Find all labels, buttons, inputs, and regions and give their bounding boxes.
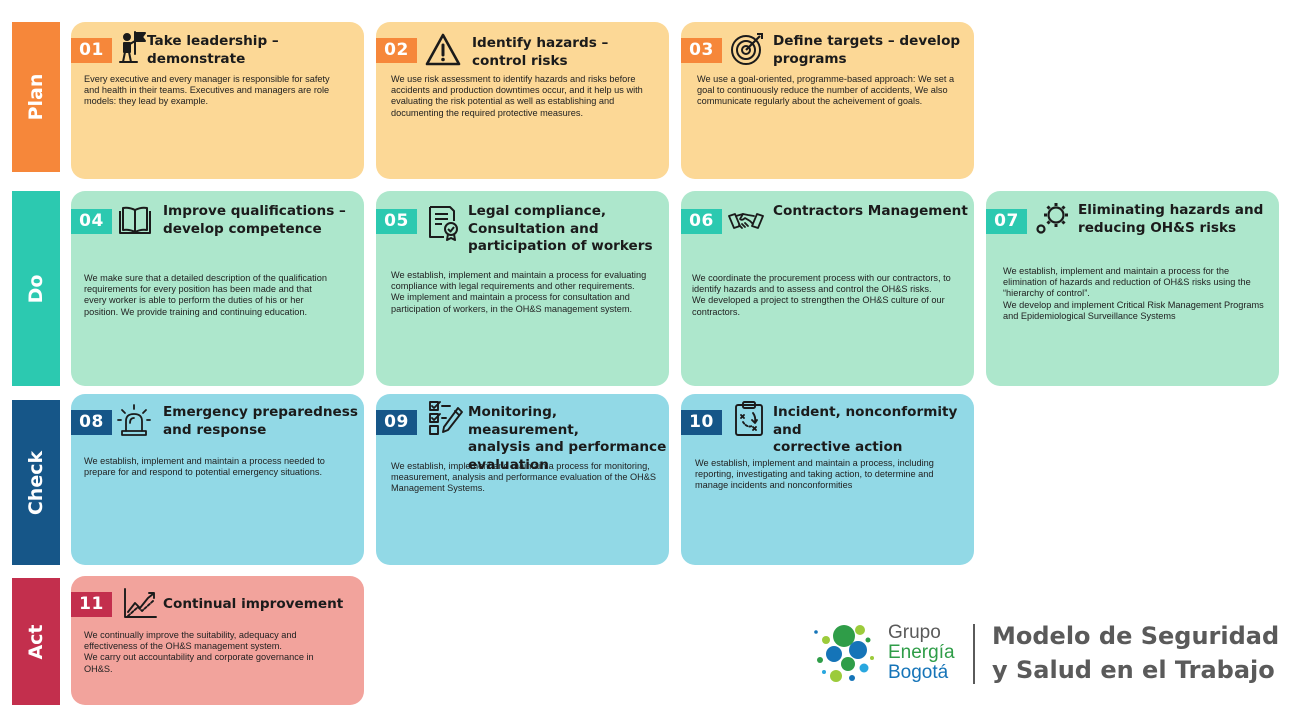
clipboard-strategy-icon — [735, 401, 763, 436]
card-08: 08 Emergency preparedness and response W… — [71, 394, 364, 565]
card-title: Eliminating hazards and reducing OH&S ri… — [1078, 202, 1264, 236]
card-number: 06 — [681, 209, 722, 234]
card-number: 05 — [376, 209, 417, 234]
brand-logo: Grupo Energía Bogotá — [812, 616, 1272, 692]
card-06: 06 Contractors Management We coordinate … — [681, 191, 974, 386]
card-paragraph: We establish, implement and maintain a p… — [695, 458, 934, 491]
card-number: 09 — [376, 410, 417, 435]
card-number: 08 — [71, 410, 112, 435]
card-title: Identify hazards – control risks — [472, 35, 609, 69]
card-body: We use a goal-oriented, programme-based … — [697, 74, 959, 108]
phase-label-check: Check — [25, 450, 47, 515]
card-body: We establish, implement and maintain a p… — [695, 458, 960, 492]
card-paragraph: We implement and maintain a process for … — [391, 292, 633, 314]
claim-line-1: Modelo de Seguridad — [992, 622, 1280, 650]
card-body: We establish, implement and maintain a p… — [391, 461, 661, 495]
card-number: 10 — [681, 410, 722, 435]
card-title: Contractors Management — [773, 203, 968, 219]
card-07: 07 Eliminating hazards and reducing OH&S… — [986, 191, 1279, 386]
certificate-icon — [429, 206, 458, 241]
leader-flag-icon — [119, 31, 146, 63]
card-number: 07 — [986, 209, 1027, 234]
card-title: Define targets – develop programs — [773, 33, 961, 67]
card-paragraph: We carry out accountability and corporat… — [84, 652, 314, 674]
card-paragraph: We make sure that a detailed description… — [84, 273, 327, 317]
card-number: 04 — [71, 209, 112, 234]
card-paragraph: We establish, implement and maintain a p… — [1003, 266, 1251, 299]
card-number: 01 — [71, 38, 112, 63]
target-icon — [731, 33, 763, 65]
card-body: We coordinate the procurement process wi… — [692, 273, 952, 318]
card-paragraph: We developed a project to strengthen the… — [692, 295, 945, 317]
brand-word-bogota: Bogotá — [888, 662, 949, 683]
claim-line-2: y Salud en el Trabajo — [992, 656, 1275, 684]
phase-label-act: Act — [25, 623, 47, 660]
checklist-pen-icon — [429, 401, 463, 435]
phase-band-check: Check — [12, 400, 60, 565]
brand-divider — [973, 624, 975, 684]
book-icon — [119, 206, 151, 234]
card-number: 11 — [71, 592, 112, 617]
card-body: We continually improve the suitability, … — [84, 630, 339, 675]
card-body: We make sure that a detailed description… — [84, 273, 334, 318]
card-paragraph: We use risk assessment to identify hazar… — [391, 74, 643, 118]
alarm-siren-icon — [117, 404, 151, 436]
card-paragraph: We establish, implement and maintain a p… — [84, 456, 325, 478]
card-title: Incident, nonconformity and corrective a… — [773, 404, 958, 456]
card-11: 11 Continual improvement We continually … — [71, 576, 364, 705]
phase-label-do: Do — [25, 274, 47, 303]
card-09: 09 Monitoring, measurement, analysis and… — [376, 394, 669, 565]
card-paragraph: We establish, implement and maintain a p… — [391, 461, 657, 494]
phase-band-act: Act — [12, 578, 60, 705]
card-body: We establish, implement and maintain a p… — [1003, 266, 1268, 322]
card-03: 03 Define targets – develop programs We … — [681, 22, 974, 179]
card-title: Improve qualifications – develop compete… — [163, 203, 346, 237]
card-title: Monitoring, measurement, analysis and pe… — [468, 404, 667, 473]
brand-logo-mark-icon — [814, 625, 874, 682]
card-body: We establish, implement and maintain a p… — [391, 270, 656, 315]
card-number: 02 — [376, 38, 417, 63]
card-body: We establish, implement and maintain a p… — [84, 456, 346, 478]
warning-triangle-icon — [425, 33, 461, 66]
card-body: Every executive and every manager is res… — [84, 74, 346, 108]
card-paragraph: We develop and implement Critical Risk M… — [1003, 299, 1264, 321]
gears-icon — [1036, 203, 1068, 234]
card-paragraph: We establish, implement and maintain a p… — [391, 270, 647, 292]
card-02: 02 Identify hazards – control risks We u… — [376, 22, 669, 179]
card-04: 04 Improve qualifications – develop comp… — [71, 191, 364, 386]
phase-label-plan: Plan — [25, 73, 47, 121]
card-05: 05 Legal compliance, Consultation and pa… — [376, 191, 669, 386]
phase-band-do: Do — [12, 191, 60, 386]
handshake-icon — [728, 213, 764, 229]
card-paragraph: We continually improve the suitability, … — [84, 630, 297, 652]
trend-chart-icon — [124, 588, 157, 618]
card-title: Continual improvement — [163, 596, 344, 612]
card-01: 01 Take leadership – demonstrate Every e… — [71, 22, 364, 179]
card-paragraph: Every executive and every manager is res… — [84, 74, 330, 107]
card-10: 10 Incident, nonconformity and correctiv… — [681, 394, 974, 565]
brand-word-grupo: Grupo — [888, 622, 941, 643]
card-number: 03 — [681, 38, 722, 63]
card-paragraph: We use a goal-oriented, programme-based … — [697, 74, 955, 107]
card-body: We use risk assessment to identify hazar… — [391, 74, 653, 119]
card-title: Emergency preparedness and response — [163, 404, 358, 438]
brand-word-energia: Energía — [888, 642, 955, 663]
card-title: Take leadership – demonstrate — [147, 33, 279, 67]
card-title: Legal compliance, Consultation and parti… — [468, 203, 653, 255]
phase-band-plan: Plan — [12, 22, 60, 172]
card-paragraph: We coordinate the procurement process wi… — [692, 273, 951, 295]
